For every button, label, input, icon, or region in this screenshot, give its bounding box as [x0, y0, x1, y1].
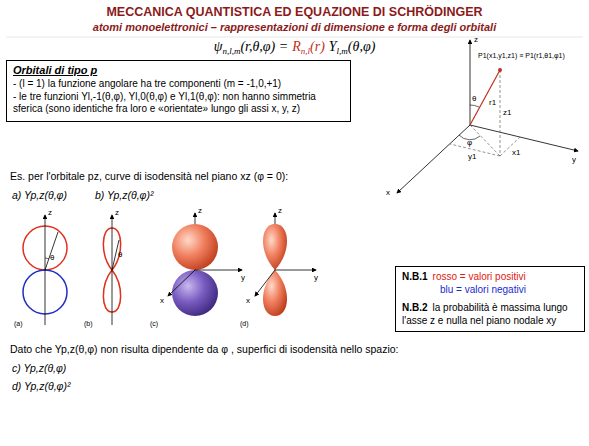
axis-label: y — [572, 155, 576, 164]
bullet-text: - (l = 1) la funzione angolare ha tre co… — [13, 78, 344, 90]
axis-label: z — [48, 208, 52, 217]
slide-text: b) Yp,z(θ,φ)² — [95, 189, 153, 201]
equation-subscript: n,l — [301, 46, 310, 56]
equation-subscript: l,m — [337, 46, 348, 56]
note-text: blu = valori negativi — [402, 284, 578, 297]
note-box: N.B.1 rosso = valori positivi blu = valori… — [395, 266, 585, 332]
equation-term: (r,θ,φ) = — [240, 39, 288, 54]
slide-text: Dato che Yp,z(θ,φ) non risulta dipendent… — [10, 343, 399, 355]
axis-label: y1 — [468, 152, 476, 161]
axis-label: θ — [472, 94, 476, 103]
figure-caption: (a) — [14, 320, 23, 328]
axis-label: x1 — [512, 148, 520, 157]
note-text: rosso = valori positivi — [433, 271, 526, 282]
axis-label: x — [160, 296, 164, 305]
axis-label: y — [314, 273, 318, 282]
box-heading: Orbitali di tipo p — [13, 64, 344, 76]
axis-label: y — [241, 273, 245, 282]
note-line: N.B.2la probabilità è massima lungo l'as… — [402, 302, 578, 327]
figure-caption: (b) — [84, 320, 93, 328]
axis-label: z1 — [503, 108, 511, 117]
axis-label: z — [198, 206, 202, 215]
equation-term: Y — [329, 39, 337, 54]
axis-label: x — [386, 188, 390, 197]
axis-label: z — [115, 208, 119, 217]
note-heading: N.B.2 — [402, 302, 428, 313]
axis-label: r1 — [489, 98, 496, 107]
orbital-d — [255, 213, 316, 316]
bullet-text: - le tre funzioni Yl,-1(θ,φ), Yl,0(θ,φ) … — [13, 91, 344, 115]
axis-label: x — [246, 296, 250, 305]
axis-label: z — [474, 35, 478, 44]
slide-text: c) Yp,z(θ,φ) — [12, 362, 66, 374]
figure-caption: (d) — [240, 320, 249, 328]
slide-text: Es. per l'orbitale pz, curve di isodensi… — [10, 170, 288, 182]
orbital-c — [168, 213, 242, 316]
slide-text: d) Yp,z(θ,φ)² — [12, 380, 70, 392]
axis-label: θ — [50, 253, 54, 262]
axis-label: z — [278, 206, 282, 215]
slide-subtitle: atomi monoelettronici – rappresentazioni… — [0, 21, 589, 33]
orbital-a — [23, 215, 67, 325]
info-box: Orbitali di tipo p - (l = 1) la funzione … — [6, 60, 351, 122]
slide-text: a) Yp,z(θ,φ) — [12, 189, 67, 201]
equation-term: (θ,φ) — [348, 39, 375, 54]
note-line: N.B.1 rosso = valori positivi — [402, 271, 578, 284]
note-heading: N.B.1 — [402, 271, 428, 282]
axis-label: φ — [467, 138, 472, 147]
point-label: P1(x1,y1,z1) ≡ P1(r1,θ1,φ1) — [478, 52, 565, 60]
coordinate-system — [397, 40, 578, 193]
slide-title: MECCANICA QUANTISTICA ED EQUAZIONE DI SC… — [0, 5, 589, 19]
equation-term: ψ — [214, 39, 223, 54]
equation-term: R — [292, 39, 301, 54]
figure-caption: (c) — [150, 320, 158, 328]
axis-label: θ — [118, 250, 122, 259]
equation-term: (r) — [310, 39, 325, 54]
equation-subscript: n,l,m — [222, 46, 240, 56]
orbital-b — [103, 215, 120, 325]
